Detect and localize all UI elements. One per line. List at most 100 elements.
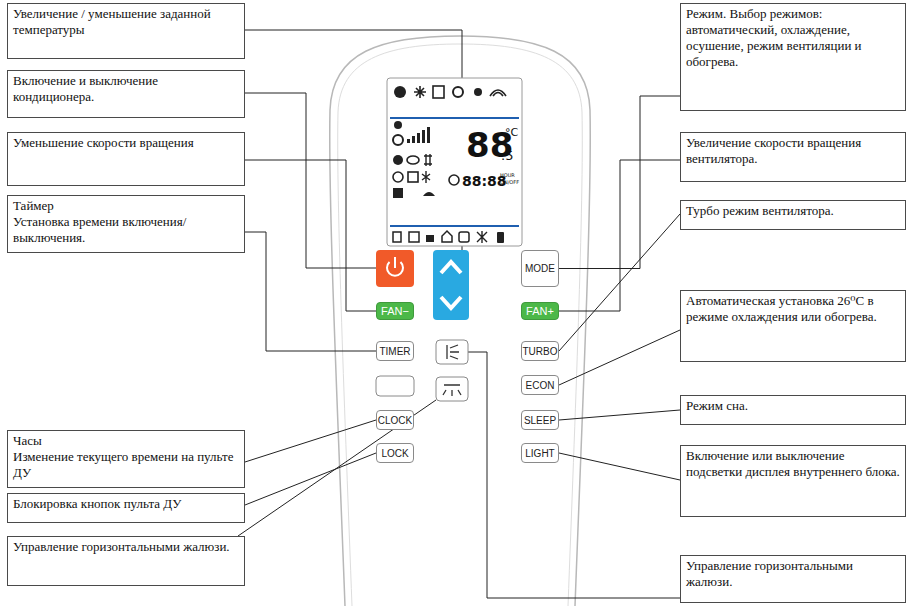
label-text: ECON: [526, 380, 555, 391]
lcd-decimal: .5: [501, 149, 513, 162]
lcd-divider: [390, 225, 519, 227]
button: CLOCK: [376, 410, 414, 430]
swing-icon: [443, 385, 461, 396]
label-text: Таймер: [13, 198, 239, 214]
lcd-icon: [477, 231, 487, 243]
callout-box: Управление горизонтальными жалюзи.: [7, 536, 245, 586]
lcd-icon: [393, 135, 403, 145]
label-text: Турбо режим вентилятора.: [686, 203, 900, 219]
leader-line: [245, 420, 376, 462]
lcd-icon: [426, 235, 434, 242]
label-text: Уменьшение скорости вращения: [13, 135, 239, 151]
callout-box: Увеличение / уменьшение заданной темпера…: [7, 3, 245, 59]
label-text: Режим сна.: [686, 398, 900, 414]
callout-box: Режим. Выбор режимов: автоматический, ох…: [680, 3, 906, 111]
callout-box: Турбо режим вентилятора.: [680, 200, 906, 230]
leader-line: [468, 352, 680, 598]
label-text: Увеличение / уменьшение заданной темпера…: [13, 6, 239, 38]
remote-body-inner: [338, 44, 583, 606]
remote-body: [330, 36, 591, 606]
button: MODE: [521, 250, 559, 287]
leader-line: [238, 400, 436, 536]
lcd-unit: °C: [505, 127, 518, 138]
leader-lines: [238, 30, 680, 598]
lcd-hour: HOUR: [500, 173, 515, 178]
swing-icon: [447, 345, 459, 359]
lcd-icon: [409, 232, 419, 242]
lcd-bar: [417, 133, 420, 143]
lcd-icon: [490, 90, 506, 96]
lcd-clock-digits: 88:88: [462, 174, 507, 188]
lcd-clock-icon: [449, 175, 459, 185]
lcd-icon: [408, 172, 418, 182]
power-button: [376, 250, 414, 287]
label-text: Управление горизонтальными жалюзи.: [686, 558, 900, 590]
lcd-icon: [423, 192, 435, 196]
lcd-icon: [442, 231, 452, 242]
callout-box: Включение и выключение кондиционера.: [7, 70, 245, 118]
lcd-icon: [433, 86, 444, 98]
leader-line: [245, 93, 376, 268]
lcd-icon: [393, 155, 403, 165]
lcd-bar: [412, 136, 415, 143]
lcd-icon: [453, 87, 463, 97]
lcd-divider: [390, 117, 519, 119]
lcd-bar: [407, 139, 410, 143]
leader-line: [559, 330, 680, 385]
label-text: CLOCK: [378, 415, 412, 426]
leader-line: [245, 453, 376, 505]
lcd-icon: [407, 156, 419, 164]
callout-box: Уменьшение скорости вращения: [7, 132, 245, 186]
lcd-icon: [393, 232, 401, 242]
button: ECON: [521, 375, 559, 395]
label-text: Управление горизонтальными жалюзи.: [13, 539, 239, 555]
button: LIGHT: [521, 443, 559, 463]
callout-box: Блокировка кнопок пульта ДУ: [7, 493, 245, 523]
swing-button: [436, 340, 468, 364]
label-text: Увеличение скорости вращения вентилятора…: [686, 135, 900, 167]
label-text: FAN−: [381, 305, 409, 317]
label-text: FAN+: [526, 305, 554, 317]
label-text: Режим. Выбор режимов: автоматический, ох…: [686, 6, 900, 69]
callout-box: Автоматическая установка 26⁰C в режиме о…: [680, 290, 906, 362]
label-text: LOCK: [381, 448, 408, 459]
callout-box: Режим сна.: [680, 395, 906, 425]
leader-line: [559, 410, 680, 420]
label-text: Часы: [13, 433, 239, 449]
callout-box: ТаймерУстановка времени включения/ выклю…: [7, 195, 245, 253]
label-text: Включение или выключение подсветки диспл…: [686, 448, 900, 480]
button: FAN+: [521, 302, 559, 320]
swing-button: [436, 377, 468, 401]
lcd-icons: [393, 86, 506, 243]
button: SLEEP: [521, 410, 559, 430]
leader-line: [559, 160, 680, 311]
label-text: Установка времени включения/ выключения.: [13, 214, 239, 246]
arrow-down-icon: [441, 297, 461, 308]
lcd-screen: [387, 78, 522, 246]
lcd-icon: [424, 154, 432, 166]
blank-button: [376, 376, 414, 396]
button: TIMER: [376, 341, 414, 361]
label-text: LIGHT: [525, 448, 554, 459]
label-text: Автоматическая установка 26⁰C в режиме о…: [686, 293, 900, 325]
label-text: Включение и выключение кондиционера.: [13, 73, 239, 105]
button: LOCK: [376, 443, 414, 463]
label-text: MODE: [525, 263, 555, 274]
arrow-up-icon: [441, 262, 461, 273]
lcd-icon: [474, 88, 482, 96]
leader-line: [245, 160, 376, 311]
lcd-icon: [459, 232, 469, 242]
leader-line: [559, 453, 680, 480]
leader-line: [559, 214, 680, 351]
lcd-icon: [394, 86, 406, 98]
callout-box: Управление горизонтальными жалюзи.: [680, 555, 906, 603]
callout-box: Увеличение скорости вращения вентилятора…: [680, 132, 906, 182]
lcd-icon: [497, 232, 504, 243]
temperature-button: [433, 250, 469, 320]
lcd-bar: [427, 127, 430, 143]
callout-box: Включение или выключение подсветки диспл…: [680, 445, 906, 517]
power-icon: [394, 257, 396, 268]
label-text: TURBO: [523, 346, 558, 357]
button: TURBO: [521, 341, 559, 361]
lcd-icon: [422, 171, 430, 183]
